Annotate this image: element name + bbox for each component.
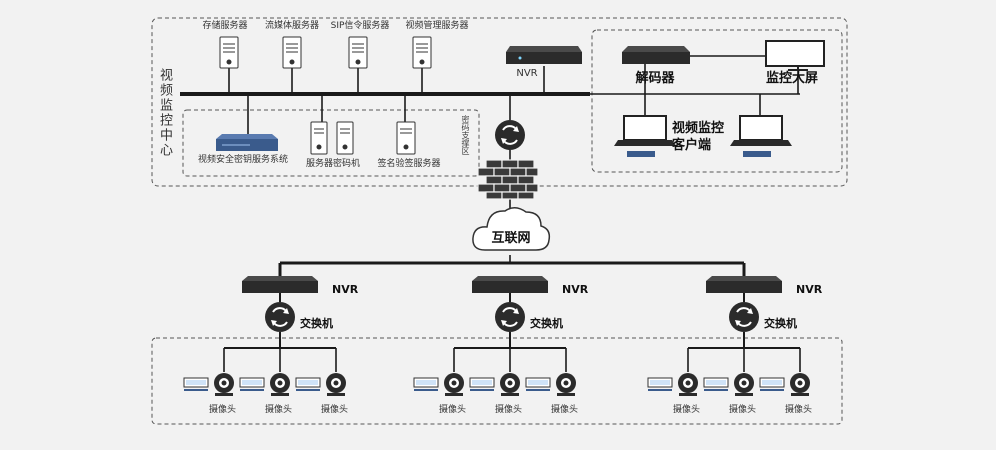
key-service-label: 视频安全密钥服务系统 — [197, 155, 289, 165]
camera-label: 摄像头 — [729, 405, 757, 415]
monitor-icon — [703, 377, 729, 391]
site-switch-label: 交换机 — [764, 317, 797, 330]
camera-label: 摄像头 — [551, 405, 579, 415]
site-nvr-icon — [242, 276, 318, 293]
big-screen-icon — [765, 40, 825, 71]
media-server-label: 流媒体服务器 — [264, 21, 320, 31]
camera-label: 摄像头 — [495, 405, 523, 415]
crypto-machine-label: 服务器密码机 — [305, 159, 361, 169]
site-bus — [278, 261, 746, 276]
camera-label: 摄像头 — [785, 405, 813, 415]
camera-label: 摄像头 — [321, 405, 349, 415]
site-switch-icon — [495, 302, 525, 332]
monitor-icon — [469, 377, 495, 391]
display-zone — [591, 29, 843, 173]
firewall-icon — [477, 159, 539, 200]
monitor-icon — [647, 377, 673, 391]
camera-icon — [326, 373, 346, 396]
server-crypto-machine-icon — [310, 121, 354, 155]
camera-label: 摄像头 — [673, 405, 701, 415]
site-marks — [183, 276, 810, 396]
camera-icon — [214, 373, 234, 396]
decoder-label: 解码器 — [635, 71, 675, 86]
site-switch-label: 交换机 — [300, 317, 333, 330]
camera-label: 摄像头 — [265, 405, 293, 415]
client-laptop-icon — [614, 115, 676, 157]
client-laptop-icon — [730, 115, 792, 157]
site-nvr-icon — [472, 276, 548, 293]
monitor-icon — [239, 377, 265, 391]
site-uplinks — [279, 292, 745, 348]
management-server-label: 视频管理服务器 — [405, 21, 469, 31]
site-nvr-icon — [706, 276, 782, 293]
display-links — [590, 55, 800, 116]
camera-icon — [556, 373, 576, 396]
sign-verify-label: 签名验签服务器 — [377, 159, 441, 169]
camera-icon — [270, 373, 290, 396]
sip-server-label: SIP信令服务器 — [330, 21, 390, 31]
monitor-icon — [525, 377, 551, 391]
center-nvr-icon — [506, 46, 582, 64]
key-service-system-icon — [216, 134, 278, 151]
control-center-title: 视频监控中心 — [157, 68, 172, 158]
camera-icon — [444, 373, 464, 396]
site-nvr-label: NVR — [332, 283, 359, 296]
camera-icon — [500, 373, 520, 396]
site-switch-icon — [265, 302, 295, 332]
camera-label: 摄像头 — [439, 405, 467, 415]
camera-icon — [790, 373, 810, 396]
storage-server-label: 存储服务器 — [202, 21, 248, 31]
site-nvr-label: NVR — [796, 283, 823, 296]
crypto-zone-title: 密码支撑区 — [461, 115, 470, 155]
site-nvr-label: NVR — [562, 283, 589, 296]
camera-label: 摄像头 — [209, 405, 237, 415]
monitor-icon — [183, 377, 209, 391]
internet-cloud-icon — [472, 207, 551, 251]
camera-icon — [678, 373, 698, 396]
internet-label: 互联网 — [491, 231, 531, 246]
camera-zone — [151, 337, 843, 425]
crypto-zone — [182, 109, 480, 177]
monitor-icon — [413, 377, 439, 391]
sign-verify-server-icon — [396, 121, 416, 155]
camera-icon — [734, 373, 754, 396]
big-screen-label: 监控大屏 — [765, 71, 819, 86]
monitor-icon — [759, 377, 785, 391]
center-switch-icon — [495, 120, 525, 150]
center-nvr-label: NVR — [516, 68, 538, 79]
site-switch-label: 交换机 — [530, 317, 563, 330]
site-switch-icon — [729, 302, 759, 332]
decoder-icon — [622, 46, 690, 64]
server-tower-icons — [219, 36, 432, 69]
monitor-icon — [295, 377, 321, 391]
client-label: 视频监控客户端 — [672, 121, 725, 153]
